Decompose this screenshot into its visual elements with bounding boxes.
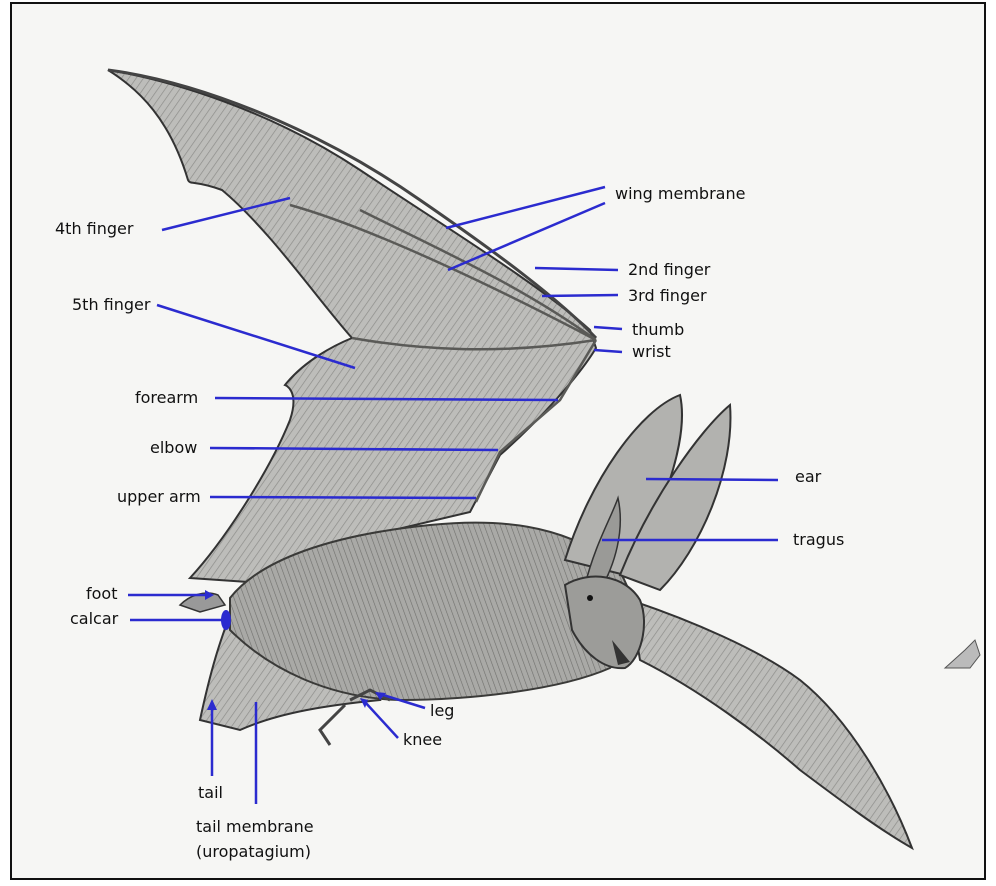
label-foot: foot: [86, 585, 117, 603]
lower-wing-membrane: [630, 600, 912, 848]
label-leg: leg: [430, 702, 454, 720]
label-2nd-finger: 2nd finger: [628, 261, 710, 279]
label-elbow: elbow: [150, 439, 197, 457]
label-5th-finger: 5th finger: [72, 296, 150, 314]
label-uropatagium: (uropatagium): [196, 843, 311, 861]
bat-eye: [587, 595, 593, 601]
label-calcar: calcar: [70, 610, 118, 628]
label-3rd-finger: 3rd finger: [628, 287, 707, 305]
label-upper-arm: upper arm: [117, 488, 201, 506]
label-forearm: forearm: [135, 389, 198, 407]
label-thumb: thumb: [632, 321, 684, 339]
label-tail: tail: [198, 784, 223, 802]
label-knee: knee: [403, 731, 442, 749]
moth: [945, 640, 980, 668]
label-wing-membrane: wing membrane: [615, 185, 745, 203]
label-wrist: wrist: [632, 343, 671, 361]
label-tragus: tragus: [793, 531, 844, 549]
label-4th-finger: 4th finger: [55, 220, 133, 238]
label-ear: ear: [795, 468, 821, 486]
label-tail-membrane: tail membrane: [196, 818, 314, 836]
